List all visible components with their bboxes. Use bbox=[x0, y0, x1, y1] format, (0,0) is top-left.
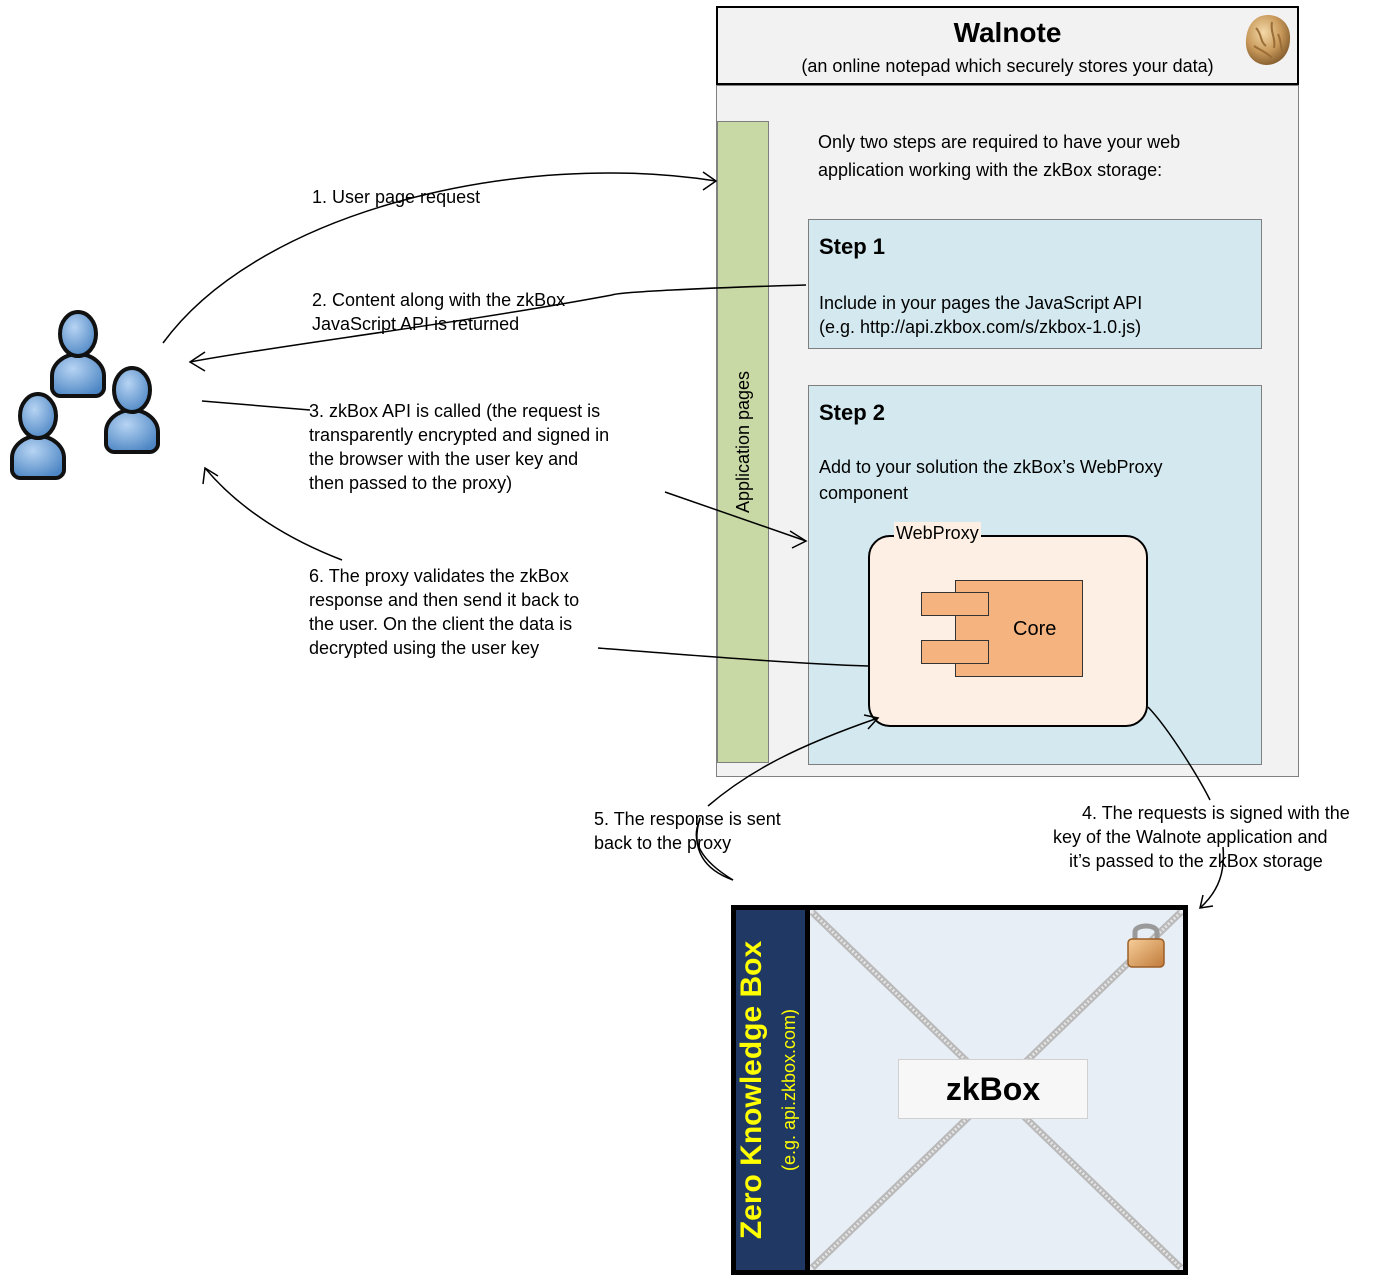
flow-step4-line2: key of the Walnote application and bbox=[1053, 827, 1328, 847]
zkbox-side-divider bbox=[805, 910, 810, 1270]
flow-step3-line1: 3. zkBox API is called (the request is bbox=[309, 401, 601, 421]
flow-step5-line2: back to the proxy bbox=[594, 833, 732, 853]
zkbox-side-title: Zero Knowledge Box bbox=[735, 940, 768, 1240]
zkbox-label: zkBox bbox=[945, 1071, 1041, 1107]
flow-step4-line3: it’s passed to the zkBox storage bbox=[1069, 851, 1323, 871]
walnote-title: Walnote bbox=[953, 17, 1062, 48]
application-pages-label: Application pages bbox=[733, 370, 753, 514]
core-port-top bbox=[921, 592, 989, 616]
intro-text-line1: Only two steps are required to have your… bbox=[818, 132, 1181, 152]
flow-step6-line3: the user. On the client the data is bbox=[309, 614, 573, 634]
walnut-icon bbox=[1245, 15, 1291, 65]
walnote-header: Walnote (an online notepad which securel… bbox=[716, 6, 1299, 85]
flow-step3-line3: the browser with the user key and bbox=[309, 449, 579, 469]
step1-box bbox=[808, 219, 1262, 349]
flow-step3-line2: transparently encrypted and signed in bbox=[309, 425, 610, 445]
intro-text-line2: application working with the zkBox stora… bbox=[818, 160, 1163, 180]
flow-step1-label: 1. User page request bbox=[312, 187, 481, 207]
step1-text-line2: (e.g. http://api.zkbox.com/s/zkbox-1.0.j… bbox=[819, 317, 1142, 337]
flow-step4-line1: 4. The requests is signed with the bbox=[1082, 803, 1350, 823]
flow-step5-line1: 5. The response is sent bbox=[594, 809, 781, 829]
padlock-icon bbox=[1127, 923, 1165, 968]
core-label: Core bbox=[1013, 618, 1057, 640]
walnote-subtitle: (an online notepad which securely stores… bbox=[801, 56, 1214, 76]
flow-step2-line2: JavaScript API is returned bbox=[312, 314, 520, 334]
zkbox-label-box bbox=[898, 1059, 1088, 1119]
step2-text-line2: component bbox=[819, 483, 909, 503]
step2-text-line1: Add to your solution the zkBox’s WebProx… bbox=[819, 457, 1163, 477]
step1-title: Step 1 bbox=[819, 234, 886, 259]
users-icon bbox=[10, 310, 160, 480]
webproxy-label: WebProxy bbox=[894, 522, 981, 544]
flow-step6-line2: response and then send it back to bbox=[309, 590, 580, 610]
step2-title: Step 2 bbox=[819, 400, 886, 425]
zkbox-side-band bbox=[736, 910, 806, 1270]
step1-text-line1: Include in your pages the JavaScript API bbox=[819, 293, 1143, 313]
flow-step6-line1: 6. The proxy validates the zkBox bbox=[309, 566, 569, 586]
core-port-bottom bbox=[921, 640, 989, 664]
flow-step3-line4: then passed to the proxy) bbox=[309, 473, 513, 493]
flow-step6-line4: decrypted using the user key bbox=[309, 638, 540, 658]
flow-step2-line1: 2. Content along with the zkBox bbox=[312, 290, 566, 310]
zkbox-side-subtitle: (e.g. api.zkbox.com) bbox=[779, 1008, 799, 1172]
